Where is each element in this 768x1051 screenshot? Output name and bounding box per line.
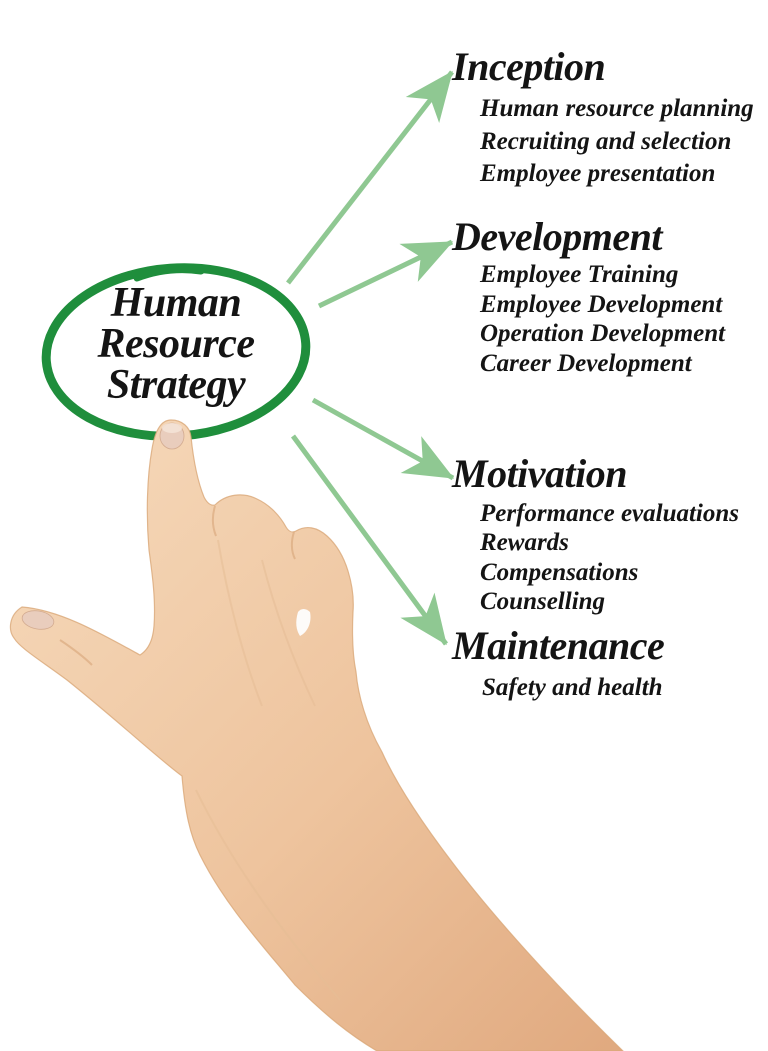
section-title: Development <box>452 214 663 259</box>
arrow-icon-maintenance <box>290 434 449 646</box>
finger-gap-highlight <box>296 609 311 636</box>
section-item: Career Development <box>480 349 692 377</box>
section-item: Counselling <box>480 588 606 616</box>
index-fingernail-highlight <box>162 423 182 433</box>
section-maintenance: Maintenance Safety and health <box>452 623 665 703</box>
section-item: Operation Development <box>480 320 726 348</box>
section-motivation: Motivation Performance evaluations Rewar… <box>452 453 739 617</box>
section-item: Recruiting and selection <box>480 127 732 155</box>
section-item-list: Performance evaluations Rewards Compensa… <box>480 499 739 617</box>
section-item: Employee Training <box>480 261 679 288</box>
section-item: Safety and health <box>482 674 663 701</box>
section-item: Human resource planning <box>480 95 754 122</box>
arrow-icon-motivation <box>311 397 455 481</box>
hand-silhouette <box>9 419 624 1051</box>
section-item-list: Safety and health <box>482 673 664 703</box>
pointing-hand <box>9 419 624 1051</box>
section-title: Maintenance <box>452 623 665 668</box>
section-item: Performance evaluations <box>480 500 740 527</box>
bubble-line: Strategy <box>106 362 246 408</box>
bubble-line: Resource <box>97 321 256 367</box>
hand-tendons <box>195 539 341 1001</box>
center-bubble-label: Human Resource Strategy <box>34 280 318 408</box>
section-item: Compensations <box>480 558 639 586</box>
section-item: Rewards <box>480 529 569 557</box>
arrow-icon-development <box>317 239 454 309</box>
section-inception: Inception Human resource planning Recrui… <box>452 46 754 191</box>
section-item-list: Human resource planning Recruiting and s… <box>480 93 754 191</box>
section-item-list: Employee Training Employee Development O… <box>480 260 725 378</box>
knuckle-creases <box>59 505 296 666</box>
section-item: Employee presentation <box>480 160 716 187</box>
section-item: Employee Development <box>480 290 723 318</box>
section-title: Motivation <box>452 451 628 496</box>
section-title: Inception <box>452 44 606 89</box>
bubble-line: Human <box>110 280 242 326</box>
section-development: Development Employee Training Employee D… <box>452 216 725 378</box>
arrow-icon-inception <box>286 70 454 285</box>
thumb-fingernail <box>21 610 55 630</box>
